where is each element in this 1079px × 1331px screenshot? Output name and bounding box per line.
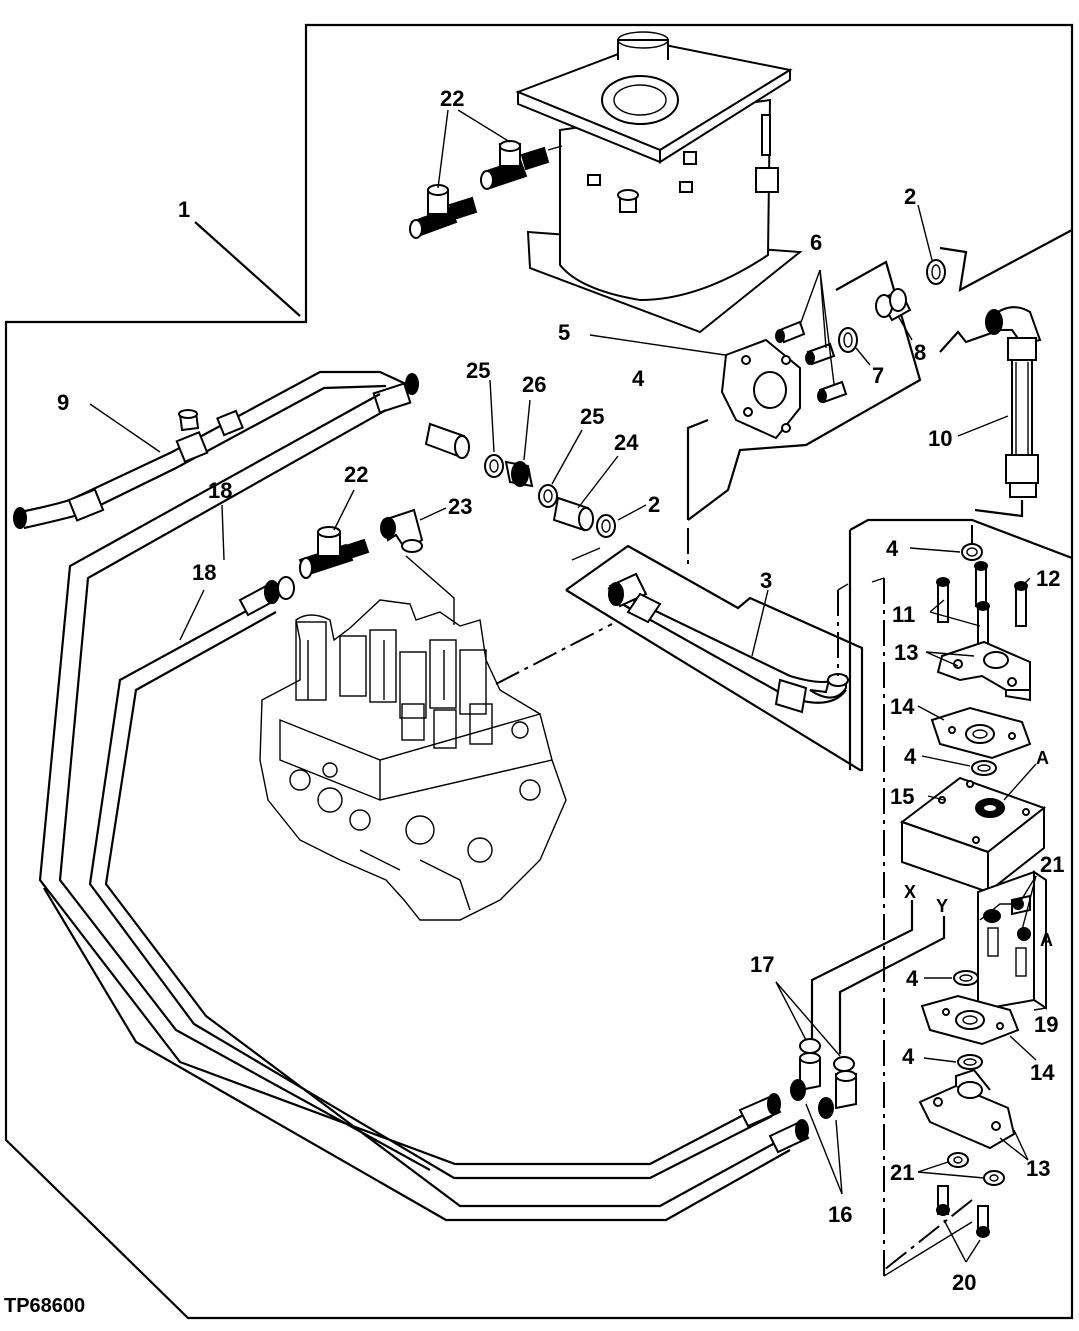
callout-3: 3 (760, 568, 772, 593)
plug-8 (875, 288, 912, 322)
plate-14-top (930, 706, 1032, 760)
o-ring-4-a (961, 543, 983, 561)
callout-4-flange: 4 (632, 366, 645, 391)
callout-14-top: 14 (890, 694, 915, 719)
port-label-x: X (904, 882, 916, 902)
callout-2-top: 2 (904, 184, 916, 209)
callout-18-lower: 18 (192, 560, 216, 585)
tube-18 (38, 393, 791, 1222)
fitting-chain (424, 422, 616, 538)
o-ring-2-top (926, 259, 946, 285)
callout-4-lower-right: 4 (906, 966, 919, 991)
callout-4-top-right: 4 (886, 536, 899, 561)
o-ring-4-c (953, 970, 979, 986)
bolts-11-12 (936, 561, 1028, 647)
callout-7: 7 (872, 363, 884, 388)
half-flange-13-top (936, 640, 1031, 702)
tee-fitting-22-lower (298, 526, 370, 579)
callout-10: 10 (928, 426, 952, 451)
callout-14-bottom: 14 (1030, 1060, 1055, 1085)
pilot-group-outline (849, 518, 1073, 560)
half-flange-13-bottom (918, 1068, 1016, 1150)
callout-25-left: 25 (466, 358, 490, 383)
callout-9: 9 (57, 390, 69, 415)
elbow-23 (380, 508, 424, 553)
callout-1: 1 (178, 197, 190, 222)
hose-10 (985, 306, 1042, 498)
tube-3 (607, 572, 849, 714)
flange-group-outline (687, 260, 922, 521)
callout-21-upper: 21 (1040, 852, 1064, 877)
leader-1 (194, 221, 301, 317)
callout-25-right: 25 (580, 404, 604, 429)
callout-20: 20 (952, 1270, 976, 1295)
callout-19: 19 (1034, 1012, 1058, 1037)
callout-22-top: 22 (440, 86, 464, 111)
hydraulic-tank (515, 31, 803, 334)
hose-fitting-18 (238, 576, 295, 617)
callout-8: 8 (914, 340, 926, 365)
callout-15: 15 (890, 784, 914, 809)
callout-21-lower: 21 (890, 1160, 914, 1185)
o-ring-4-d (957, 1054, 983, 1070)
manifold-block-15 (899, 776, 1047, 895)
port-label-a-bracket: A (1040, 930, 1053, 950)
callout-12: 12 (1036, 566, 1060, 591)
callout-22-mid: 22 (344, 462, 368, 487)
nuts-21-lower (947, 1152, 1005, 1186)
callout-16: 16 (828, 1202, 852, 1227)
callout-26: 26 (522, 372, 546, 397)
callout-24: 24 (614, 430, 639, 455)
bolts-20 (936, 1185, 990, 1238)
callout-4-bottom-right: 4 (902, 1044, 915, 1069)
port-label-y: Y (936, 896, 948, 916)
o-ring-4-b (971, 760, 997, 776)
port-label-a-block: A (1036, 748, 1049, 768)
callout-18-upper: 18 (208, 478, 232, 503)
o-ring-7 (838, 327, 858, 353)
figure-id: TP68600 (4, 1295, 85, 1317)
fittings-16-17 (738, 1038, 857, 1154)
control-valve (259, 599, 567, 921)
plate-14-bottom (920, 994, 1020, 1046)
flange-5 (720, 338, 801, 440)
assembly-frame (4, 23, 1074, 1320)
callout-6: 6 (810, 230, 822, 255)
callout-2-mid: 2 (648, 492, 660, 517)
callout-11: 11 (892, 602, 915, 627)
callout-13-bottom: 13 (1026, 1156, 1050, 1181)
callout-23: 23 (448, 494, 472, 519)
tee-fitting-22-upper (409, 140, 550, 239)
bolts-6 (775, 320, 848, 404)
tube-3-outline (565, 544, 864, 772)
callout-17: 17 (750, 952, 774, 977)
callout-4-mid-right: 4 (904, 744, 917, 769)
pipe-9-18 (13, 370, 419, 530)
callout-5: 5 (558, 320, 570, 345)
bracket-19 (977, 870, 1047, 1012)
callout-13-top: 13 (894, 640, 918, 665)
